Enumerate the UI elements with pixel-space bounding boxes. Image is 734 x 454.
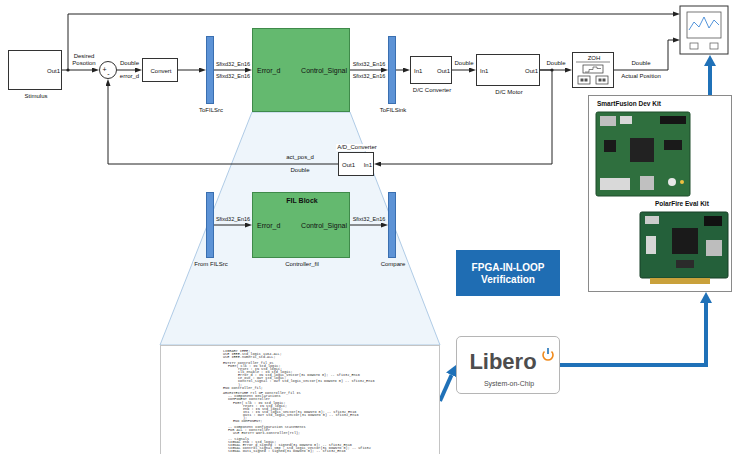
port-label: In1 <box>480 68 488 75</box>
port-label: Out1 <box>342 162 355 169</box>
ad-converter-block: Out1In1A/D_Converter <box>338 152 374 176</box>
arrowhead <box>673 12 680 17</box>
block-name: A/D_Converter <box>336 144 378 151</box>
port-label: Control_Signal <box>301 222 347 230</box>
fil-source-bar: ToFILSrc <box>206 36 214 104</box>
code-line: END Controller_fil; <box>223 387 263 390</box>
hdl-code-listing: LIBRARY IEEE;USE IEEE.std_logic_1164.ALL… <box>160 345 440 454</box>
signal-connector <box>214 225 245 226</box>
port-label: In1 <box>414 68 422 75</box>
port-label: Error_d <box>257 222 280 230</box>
port-label: Out1 <box>525 68 538 75</box>
signal-connector <box>440 375 452 401</box>
port-label: Control_Signal <box>301 67 347 75</box>
sign-label: + <box>103 65 107 73</box>
signal-label: Double <box>289 167 310 174</box>
zoh-symbol <box>576 62 610 84</box>
signal-label: Sfixd32_En16 <box>216 73 250 79</box>
block-name: ToFILSink <box>380 107 407 114</box>
signal-connector <box>396 70 403 71</box>
code-line: Out1 : OUT std_logic_vector(31 DOWNTO 0)… <box>243 414 359 417</box>
sign-label: - <box>107 70 109 78</box>
edge-label: Double <box>546 60 565 67</box>
convert-block: Convert <box>142 58 178 82</box>
signal-wire <box>614 40 673 70</box>
port-label: Error_d <box>257 67 280 75</box>
signal-label: Double <box>120 60 139 67</box>
signal-connector <box>62 70 92 71</box>
arrowhead <box>673 38 680 43</box>
controller-block: Error_d Control_Signal <box>252 28 350 112</box>
kit-name: SmartFusion Dev Kit <box>597 100 661 107</box>
code-line: SIGNAL Out1_signed : signed(31 DOWNTO 0)… <box>228 450 346 453</box>
badge-text: FPGA-IN-LOOP Verification <box>462 262 554 285</box>
dc-converter-block: In1Out1D/C Converter <box>410 56 452 84</box>
fpga-in-loop-badge: FPGA-IN-LOOP Verification <box>456 250 560 296</box>
block-name: From FILSrc <box>193 261 228 268</box>
block-name: Convert <box>150 68 171 75</box>
signal-connector <box>560 303 706 365</box>
edge-label: Desired Posotion <box>72 53 97 67</box>
block-name: D/C Converter <box>413 87 451 94</box>
block-title: FIL Block <box>286 197 317 205</box>
signal-label: Actual Position <box>621 73 661 80</box>
code-line: Control_Signal : OUT std_logic_vector(31… <box>238 380 375 383</box>
signal-label: Sfixt32_En16 <box>353 61 386 67</box>
source-block: Out1Stimulus <box>8 50 62 90</box>
fil-block: FIL BlockError_dControl_SignalController… <box>252 192 350 258</box>
signal-connector <box>350 70 381 71</box>
block-name: ToFILSrc <box>199 107 223 114</box>
logo-tagline: System-on-Chip <box>484 380 534 388</box>
block-name: Controller_fil <box>284 261 320 268</box>
signal-label: Sfixd32_En16 <box>215 216 251 222</box>
dc-motor-block: In1Out1D/C Motor <box>476 54 540 86</box>
edge-label: error_d <box>120 73 139 80</box>
port-label: In1 <box>364 162 372 169</box>
block-name: D/C Motor <box>495 89 522 96</box>
code-line: USE ENTITY work.Controller(rtl); <box>233 432 300 435</box>
block-name: Compare <box>380 261 407 268</box>
signal-label: Double <box>631 60 650 67</box>
fil-sink-bar: ToFILSink <box>388 36 396 104</box>
block-name: ZOH <box>588 55 601 62</box>
code-line: END COMPONENT; <box>233 420 262 423</box>
zoom-region <box>160 112 440 345</box>
signal-connector <box>350 225 381 226</box>
data-return-arrow <box>704 55 716 95</box>
logo-wordmark: Libero <box>469 349 536 374</box>
signal-label: Sfixd32_En16 <box>216 61 250 67</box>
scope-symbol <box>680 6 728 54</box>
signal-label: Sfixt32_En16 <box>353 73 386 79</box>
compare-bar: Compare <box>388 192 396 258</box>
fpga-kit-panel: SmartFusion Dev KitPolarFire Eval Kit <box>588 95 732 292</box>
port-label: Out1 <box>437 68 450 75</box>
fil-source-bar: From FILSrc <box>206 192 214 258</box>
signal-connector <box>178 70 199 71</box>
block-name: Stimulus <box>24 93 47 100</box>
kit-name: PolarFire Eval Kit <box>655 200 709 207</box>
zoh-block: ZOH <box>572 52 614 88</box>
signal-connector <box>117 70 135 71</box>
signal-label: Sfixt32_En16 <box>352 216 387 222</box>
signal-connector <box>214 70 245 71</box>
port-label: Out1 <box>47 68 60 75</box>
libero-power-icon <box>543 348 553 360</box>
smartfusion-board-picture <box>596 112 690 196</box>
signal-connector <box>452 70 469 71</box>
edge-label: act_pos_d <box>285 154 315 161</box>
sum-junction: +- <box>99 61 117 79</box>
code-line: USE IEEE.numeric_std.ALL; <box>223 356 276 359</box>
edge-label: Double <box>454 60 473 67</box>
libero-logo: LiberoSystem-on-Chip <box>456 336 560 394</box>
polarfire-board-picture <box>640 212 728 284</box>
